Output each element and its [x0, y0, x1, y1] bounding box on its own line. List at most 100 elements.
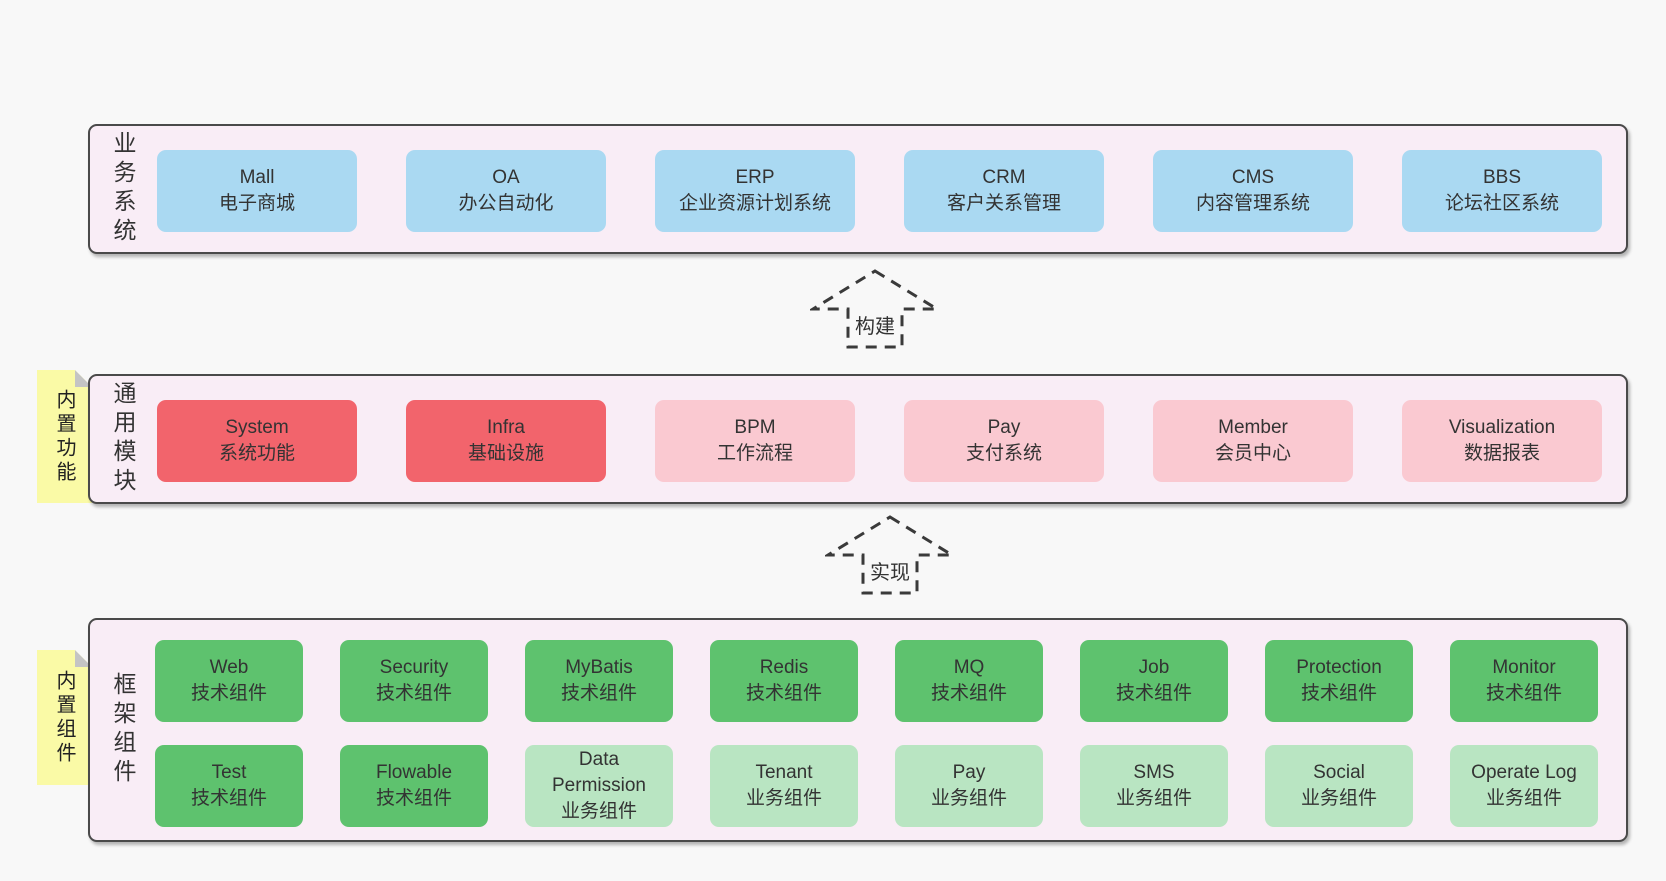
box-subtitle: 技术组件	[560, 683, 637, 704]
box-title: ERP	[735, 167, 775, 188]
box-redis: Redis 技术组件	[710, 640, 858, 722]
box-sms: SMS 业务组件	[1080, 745, 1228, 827]
box-crm: CRM 客户关系管理	[904, 150, 1104, 232]
box-subtitle: 支付系统	[965, 443, 1042, 464]
up-block-arrow-icon	[810, 269, 940, 349]
box-monitor: Monitor 技术组件	[1450, 640, 1598, 722]
sticky-note-text: 内置功能	[53, 388, 75, 485]
box-title: Security	[379, 657, 449, 678]
box-data-permission: Data Permission 业务组件	[525, 745, 673, 827]
common-modules-title: 通用模块	[110, 381, 136, 497]
box-title: System	[225, 417, 289, 438]
box-member: Member 会员中心	[1153, 400, 1353, 482]
box-visualization: Visualization 数据报表	[1402, 400, 1602, 482]
box-pay-component: Pay 业务组件	[895, 745, 1043, 827]
box-operate-log: Operate Log 业务组件	[1450, 745, 1598, 827]
box-tenant: Tenant 业务组件	[710, 745, 858, 827]
box-subtitle: 业务组件	[930, 788, 1007, 809]
box-subtitle: 技术组件	[930, 683, 1007, 704]
box-job: Job 技术组件	[1080, 640, 1228, 722]
box-title: Social	[1313, 762, 1365, 783]
box-title: MQ	[953, 657, 985, 678]
box-subtitle: 办公自动化	[458, 193, 554, 214]
box-title: Data Permission	[552, 749, 646, 796]
box-title: Operate Log	[1471, 762, 1577, 783]
box-subtitle: 论坛社区系统	[1444, 193, 1559, 214]
box-security: Security 技术组件	[340, 640, 488, 722]
box-oa: OA 办公自动化	[406, 150, 606, 232]
box-title: Monitor	[1492, 657, 1556, 678]
implement-arrow: 实现	[825, 514, 955, 596]
box-subtitle: 技术组件	[1485, 683, 1562, 704]
box-system: System 系统功能	[157, 400, 357, 482]
box-subtitle: 技术组件	[1115, 683, 1192, 704]
box-title: CMS	[1231, 167, 1275, 188]
box-title: Test	[211, 762, 247, 783]
box-title: Redis	[759, 657, 809, 678]
box-erp: ERP 企业资源计划系统	[655, 150, 855, 232]
box-subtitle: 企业资源计划系统	[678, 193, 831, 214]
build-arrow: 构建	[810, 268, 940, 350]
box-title: Tenant	[755, 762, 813, 783]
box-pay-system: Pay 支付系统	[904, 400, 1104, 482]
common-modules-row: System 系统功能 Infra 基础设施 BPM 工作流程 Pay 支付系统…	[157, 400, 1602, 482]
box-protection: Protection 技术组件	[1265, 640, 1413, 722]
sticky-note-builtin-components: 内置组件	[37, 650, 92, 785]
implement-arrow-label: 实现	[825, 556, 955, 585]
box-subtitle: 电子商城	[218, 193, 295, 214]
box-subtitle: 基础设施	[467, 443, 544, 464]
box-title: Visualization	[1448, 417, 1556, 438]
box-title: CRM	[982, 167, 1026, 188]
box-title: Protection	[1296, 657, 1382, 678]
box-test: Test 技术组件	[155, 745, 303, 827]
common-modules-panel: 通用模块 System 系统功能 Infra 基础设施 BPM 工作流程 Pay…	[88, 374, 1628, 504]
box-social: Social 业务组件	[1265, 745, 1413, 827]
box-title: SMS	[1133, 762, 1175, 783]
box-subtitle: 系统功能	[218, 443, 295, 464]
box-cms: CMS 内容管理系统	[1153, 150, 1353, 232]
box-title: Web	[209, 657, 249, 678]
box-title: BBS	[1482, 167, 1522, 188]
box-subtitle: 内容管理系统	[1195, 193, 1310, 214]
box-subtitle: 业务组件	[560, 801, 637, 822]
sticky-note-text: 内置组件	[53, 669, 75, 766]
box-subtitle: 技术组件	[745, 683, 822, 704]
box-subtitle: 工作流程	[716, 443, 793, 464]
box-title: Infra	[486, 417, 526, 438]
box-subtitle: 技术组件	[375, 683, 452, 704]
box-subtitle: 业务组件	[745, 788, 822, 809]
box-mall: Mall 电子商城	[157, 150, 357, 232]
business-systems-title: 业务系统	[110, 131, 136, 247]
box-subtitle: 技术组件	[190, 788, 267, 809]
build-arrow-label: 构建	[810, 310, 940, 339]
framework-components-title: 框架组件	[110, 672, 136, 788]
box-mybatis: MyBatis 技术组件	[525, 640, 673, 722]
sticky-note-builtin-functions: 内置功能	[37, 370, 92, 503]
box-title: Pay	[987, 417, 1021, 438]
framework-components-panel: 框架组件 Web 技术组件 Security 技术组件 MyBatis 技术组件…	[88, 618, 1628, 842]
box-subtitle: 客户关系管理	[946, 193, 1061, 214]
box-subtitle: 技术组件	[375, 788, 452, 809]
framework-components-row-2: Test 技术组件 Flowable 技术组件 Data Permission …	[155, 745, 1598, 827]
box-subtitle: 技术组件	[190, 683, 267, 704]
box-title: Member	[1218, 417, 1288, 438]
box-subtitle: 业务组件	[1300, 788, 1377, 809]
business-systems-panel: 业务系统 Mall 电子商城 OA 办公自动化 ERP 企业资源计划系统 CRM…	[88, 124, 1628, 254]
box-title: Pay	[952, 762, 986, 783]
box-web: Web 技术组件	[155, 640, 303, 722]
box-title: OA	[492, 167, 520, 188]
up-block-arrow-icon	[825, 515, 955, 595]
box-infra: Infra 基础设施	[406, 400, 606, 482]
box-flowable: Flowable 技术组件	[340, 745, 488, 827]
box-title: Job	[1138, 657, 1170, 678]
box-subtitle: 技术组件	[1300, 683, 1377, 704]
framework-components-row-1: Web 技术组件 Security 技术组件 MyBatis 技术组件 Redi…	[155, 640, 1598, 722]
box-subtitle: 会员中心	[1214, 443, 1291, 464]
box-bbs: BBS 论坛社区系统	[1402, 150, 1602, 232]
box-mq: MQ 技术组件	[895, 640, 1043, 722]
box-subtitle: 业务组件	[1485, 788, 1562, 809]
box-subtitle: 业务组件	[1115, 788, 1192, 809]
box-title: Flowable	[375, 762, 453, 783]
box-bpm: BPM 工作流程	[655, 400, 855, 482]
